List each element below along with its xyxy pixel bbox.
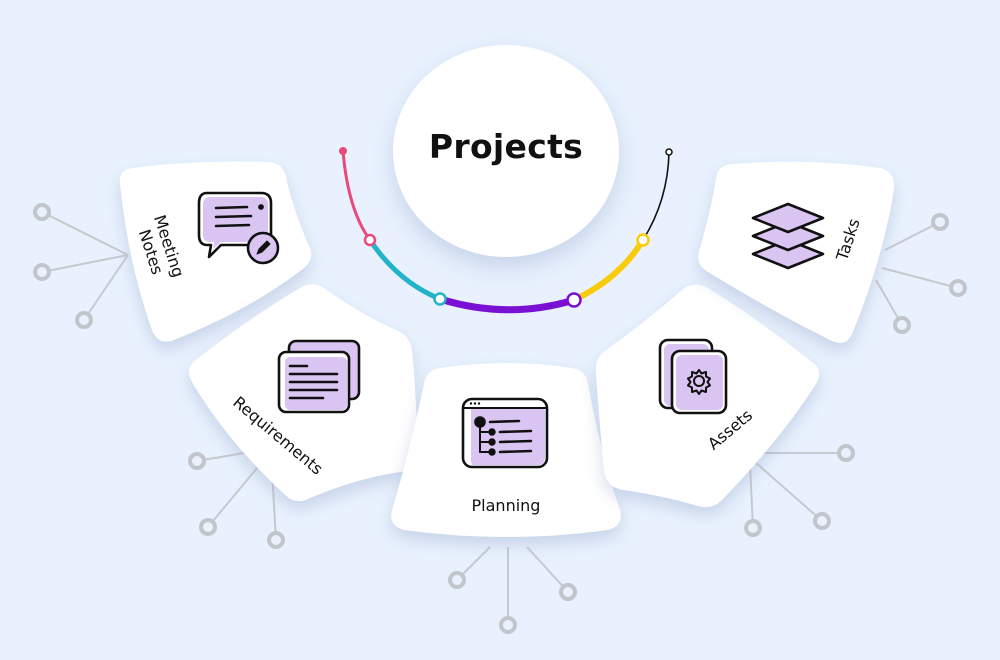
arc-node-1 (363, 233, 377, 247)
arc-start-dot (339, 147, 347, 155)
arc-segment-purple (436, 295, 578, 314)
label-planning: Planning (471, 496, 541, 515)
arc-node-3 (566, 292, 582, 308)
arc-node-4 (636, 233, 650, 247)
progress-arc (341, 149, 670, 314)
connectors-tasks (875, 221, 959, 326)
chat-bubble-edit-icon (197, 191, 280, 265)
connectors-assets (749, 452, 846, 529)
hub-title: Projects (428, 126, 584, 166)
folder-gear-icon (658, 338, 728, 415)
connectors-planning (456, 546, 569, 625)
arc-end-dot (665, 148, 673, 156)
connectors-meeting-notes (41, 211, 129, 321)
arc-node-2 (433, 292, 447, 306)
browser-tree-list-icon (461, 397, 549, 469)
connector-end-nodes (33, 203, 967, 634)
arc-segment-black (642, 151, 670, 241)
projects-hub[interactable]: Projects (393, 45, 619, 257)
layers-stack-icon (751, 202, 825, 270)
arc-segment-yellow (571, 237, 646, 303)
stacked-documents-icon (277, 339, 361, 414)
arc-segment-teal (367, 237, 443, 302)
arc-segment-pink (341, 149, 372, 242)
